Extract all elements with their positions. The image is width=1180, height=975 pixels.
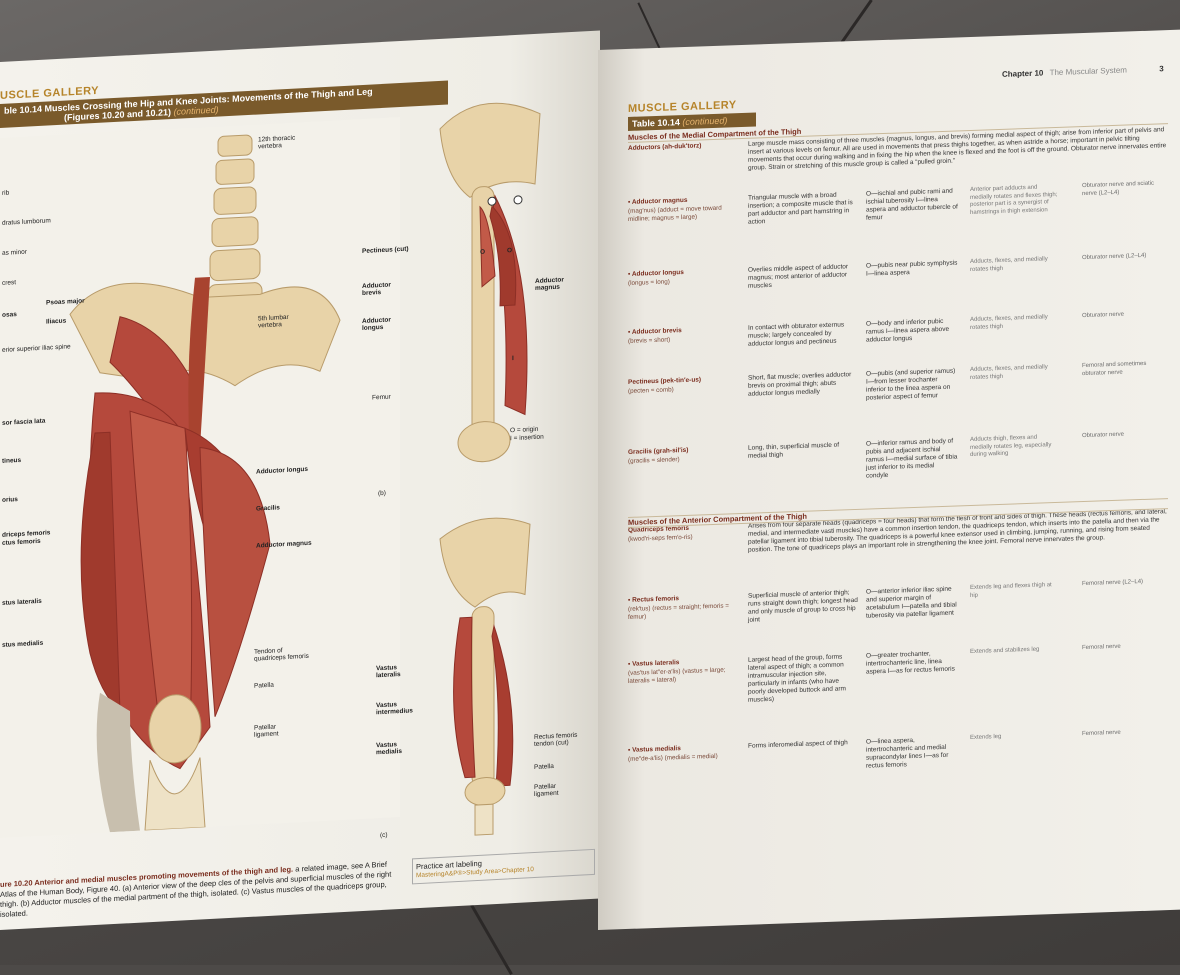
label-rib: rib: [2, 189, 10, 197]
label-gracilis-a: Gracilis: [256, 504, 280, 513]
muscle-action: Anterior part adducts and medially rotat…: [970, 184, 1058, 216]
marker-origin-2: O: [507, 247, 513, 255]
table-continued: (continued): [173, 104, 219, 117]
page-number: 3: [1159, 64, 1164, 74]
nerve-supply: Femoral nerve: [1082, 729, 1121, 738]
label-pectineus-cut: Pectineus (cut): [362, 245, 409, 256]
muscle-description: In contact with obturator externus muscl…: [748, 321, 845, 348]
table-number-right: Table 10.14: [632, 117, 680, 129]
origin-insertion: O—anterior inferior iliac spine and supe…: [866, 585, 957, 620]
muscle-action: Extends leg and flexes thigh at hip: [970, 582, 1052, 599]
muscle-description: Triangular muscle with a broad insertion…: [748, 191, 853, 226]
muscle-description: Superficial muscle of anterior thigh; ru…: [748, 589, 858, 624]
label-adductor-brevis: Adductor brevis: [362, 281, 391, 298]
muscle-etymology: (vas′tus lat″er-a′lis) (vastus = large; …: [628, 666, 726, 685]
marker-insertion: I: [512, 355, 514, 363]
nerve-supply: Femoral nerve (L2–L4): [1082, 578, 1144, 588]
left-page: USCLE GALLERY ble 10.14 Muscles Crossing…: [0, 30, 600, 930]
label-patella-c: Patella: [534, 762, 554, 772]
muscle-action: Extends leg: [970, 733, 1002, 742]
muscle-description: Forms inferomedial aspect of thigh: [748, 739, 848, 750]
marker-origin: O: [480, 248, 486, 256]
nerve-supply: Femoral nerve: [1082, 643, 1121, 652]
muscle-description: Long, thin, superficial muscle of medial…: [748, 441, 840, 460]
origin-insertion: O—body and inferior pubic ramus I—linea …: [866, 317, 950, 344]
muscle-etymology: (mag′nus) (adduct = move toward midline;…: [628, 204, 722, 223]
nerve-supply: Obturator nerve: [1082, 311, 1125, 320]
muscle-etymology: (rek′tus) (rectus = straight; femoris = …: [628, 602, 729, 621]
figure-c-tag: (c): [380, 831, 388, 840]
label-patella-a: Patella: [254, 681, 274, 690]
figure-c-vastus: [439, 517, 531, 836]
label-vastus-medialis-c: Vastus medialis: [376, 741, 403, 757]
label-sartorius: orius: [2, 496, 18, 504]
muscle-action: Adducts, flexes, and medially rotates th…: [970, 314, 1048, 331]
practice-art-labeling-box: Practice art labeling MasteringA&P®>Stud…: [412, 848, 595, 885]
label-patellar-ligament-c: Patellar ligament: [534, 782, 559, 799]
nerve-supply: Femoral and sometimes obturator nerve: [1082, 360, 1147, 377]
muscle-description: Largest head of the group, forms lateral…: [748, 653, 846, 704]
muscle-action: Extends and stabilizes leg: [970, 646, 1040, 656]
muscle-action: Adducts, flexes, and medially rotates th…: [970, 364, 1048, 381]
chapter-number: Chapter 10: [1002, 68, 1044, 79]
gallery-label-right: MUSCLE GALLERY: [628, 99, 737, 115]
label-vastus-intermedius: Vastus intermedius: [376, 701, 413, 717]
label-femur: Femur: [372, 393, 391, 402]
label-patellar-ligament-a: Patellar ligament: [254, 723, 279, 739]
muscle-description: Overlies middle aspect of adductor magnu…: [748, 263, 849, 290]
origin-insertion: O—ischial and pubic rami and ischial tub…: [866, 187, 958, 222]
figure-b-tag: (b): [378, 489, 386, 498]
label-iliopsoas: osas: [2, 311, 17, 319]
chapter-title: The Muscular System: [1049, 65, 1127, 78]
table-continued-right: (continued): [682, 115, 728, 128]
caption-text: a related image, see A Brief Atlas of th…: [0, 859, 392, 919]
label-12th-thoracic: 12th thoracic vertebra: [258, 134, 296, 151]
origin-insertion: O—linea aspera, intertrochanteric and me…: [866, 736, 949, 770]
figure-caption: ure 10.20 Anterior and medial muscles pr…: [0, 859, 400, 920]
muscle-name: Adductors (ah-duk′torz): [628, 142, 702, 152]
label-adductor-longus-b: Adductor longus: [362, 316, 391, 333]
label-rectus-femoris-tendon: Rectus femoris tendon (cut): [534, 731, 578, 749]
muscle-action: Adducts thigh, flexes and medially rotat…: [970, 434, 1052, 459]
floor-tile-seam: [470, 904, 513, 975]
figure-b-adductors: [439, 102, 541, 463]
label-iliacus: Iliacus: [46, 317, 67, 326]
origin-insertion: O—greater trochanter, intertrochanteric …: [866, 650, 955, 676]
table-number: ble 10.14: [4, 103, 43, 116]
figure-a-anterior-thigh: [0, 117, 400, 838]
label-5th-lumbar: 5th lumbar vertebra: [258, 313, 289, 330]
origin-insertion: O—pubis near pubic symphysis I—linea asp…: [866, 259, 958, 278]
nerve-supply: Obturator nerve: [1082, 431, 1125, 440]
origin-insertion: O—inferior ramus and body of pubis and a…: [866, 437, 958, 480]
muscle-description: Short, flat muscle; overlies adductor br…: [748, 371, 852, 398]
nerve-supply: Obturator nerve (L2–L4): [1082, 252, 1147, 262]
label-psoas-minor: as minor: [2, 248, 27, 257]
running-head: Chapter 10 The Muscular System 3: [1002, 64, 1164, 79]
label-iliac-crest: crest: [2, 279, 17, 287]
label-adductor-magnus-b: Adductor magnus: [535, 276, 564, 292]
origin-insertion: O—pubis (and superior ramus) I—from less…: [866, 367, 956, 402]
label-pectineus: tineus: [2, 456, 22, 465]
nerve-supply: Obturator nerve and sciatic nerve (L2–L4…: [1082, 180, 1155, 197]
right-page: Chapter 10 The Muscular System 3 MUSCLE …: [598, 29, 1180, 931]
muscle-action: Adducts, flexes, and medially rotates th…: [970, 256, 1048, 273]
label-vastus-lateralis-c: Vastus lateralis: [376, 664, 401, 680]
